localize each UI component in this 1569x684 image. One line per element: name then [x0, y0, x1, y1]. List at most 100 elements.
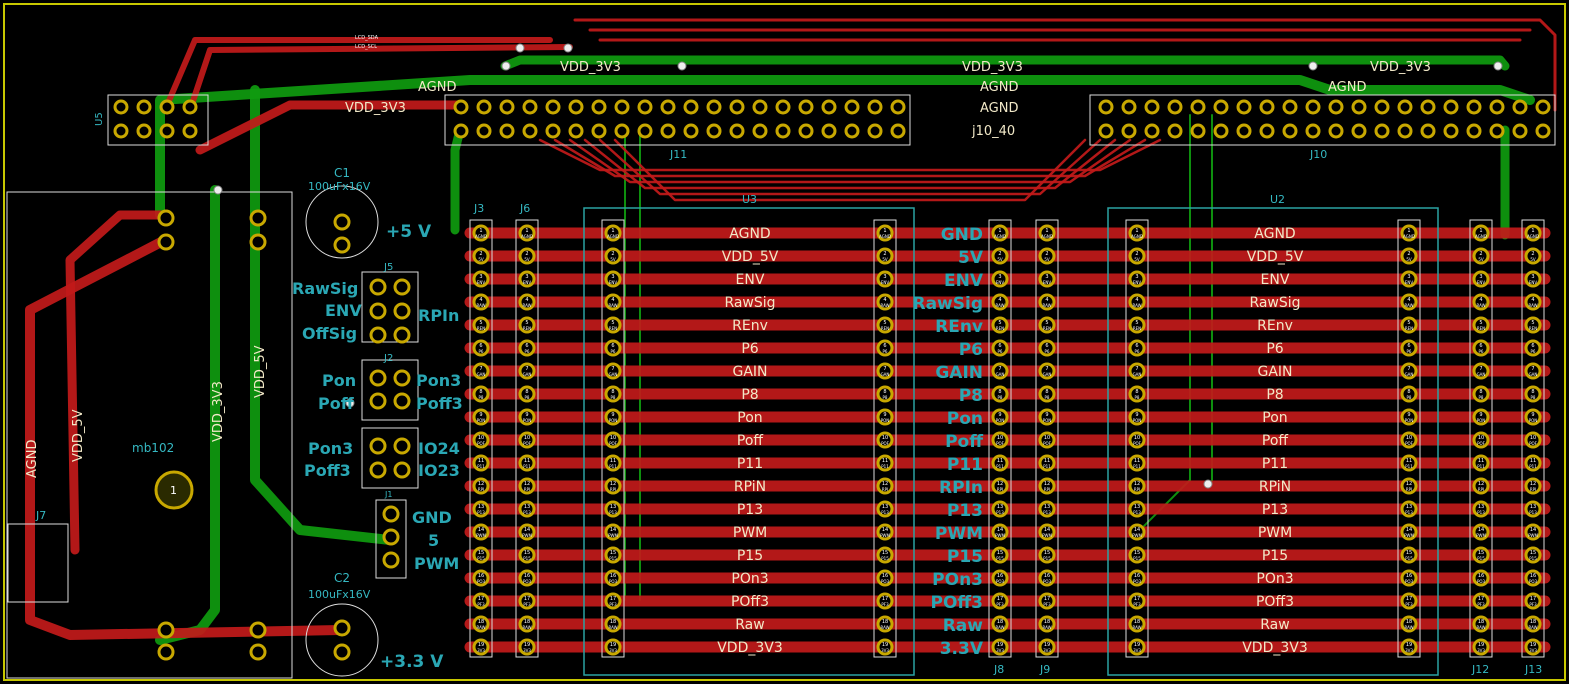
connector-pad	[1128, 454, 1146, 472]
mb102-pad	[249, 621, 267, 639]
j9-label: J9	[1039, 663, 1050, 676]
pin-tag: RAW	[476, 303, 485, 308]
pin-tag: RAW	[1042, 303, 1051, 308]
pin-tag: P13	[1477, 510, 1485, 515]
lcd-trace	[187, 44, 573, 113]
pin-number: 5	[1135, 320, 1138, 326]
pin-tag: P11	[1043, 464, 1051, 469]
pin-tag: P13	[996, 510, 1004, 515]
header-pad	[614, 123, 630, 139]
jumper-io24: IO24	[418, 439, 460, 458]
vdd3v3-top-trace	[500, 55, 1510, 71]
pin-number: 2	[1045, 251, 1048, 257]
connector-pad	[472, 270, 490, 288]
connector-pad	[991, 454, 1009, 472]
header-pad	[1351, 123, 1367, 139]
header-pad	[660, 99, 676, 115]
mb102-pin-number: 1	[170, 484, 177, 497]
connector-outline	[1035, 219, 1059, 658]
u2-pin-label: Pon	[1262, 410, 1287, 426]
jumper-pad	[393, 369, 411, 387]
connector-pad	[876, 362, 894, 380]
rail-3v3-label: +3.3 V	[380, 652, 444, 672]
jumper-outline	[361, 427, 419, 489]
pin-tag: RPI	[1044, 487, 1050, 492]
pin-number: 2	[1479, 251, 1482, 257]
pin-tag: P15	[1405, 556, 1413, 561]
pin-number: 15	[882, 550, 888, 556]
connector-pad	[1524, 592, 1542, 610]
pin-tag: POF	[996, 441, 1005, 446]
net-agnd-left: AGND	[25, 440, 40, 478]
pin-number: 3	[525, 274, 528, 280]
pin-number: 19	[610, 642, 616, 648]
pin-number: 13	[478, 504, 484, 510]
u5-pad	[113, 99, 129, 115]
pin-number: 10	[1478, 435, 1484, 441]
u5-pad	[182, 123, 198, 139]
header-pad	[752, 123, 768, 139]
connector-pad	[1400, 454, 1418, 472]
connector-pad	[1128, 224, 1146, 242]
pin-tag: PO3	[1529, 579, 1538, 584]
pin-number: 10	[1530, 435, 1536, 441]
pin-tag: P13	[523, 510, 531, 515]
pin-tag: PON	[1043, 418, 1052, 423]
connector-pad	[472, 477, 490, 495]
pin-number: 6	[1045, 343, 1048, 349]
u3-pin-label: P8	[741, 387, 758, 403]
pin-tag: RAW	[995, 625, 1004, 630]
u3-ref: U3	[742, 193, 757, 206]
pin-tag: RAW	[608, 625, 617, 630]
connector-pad	[1128, 615, 1146, 633]
header-pad	[1282, 123, 1298, 139]
header-pad	[637, 123, 653, 139]
via	[213, 185, 223, 195]
connector-pad	[518, 316, 536, 334]
connector-pad	[1038, 339, 1056, 357]
pin-tag: 3V3	[996, 648, 1004, 653]
header-pad	[1259, 99, 1275, 115]
header-pad	[890, 99, 906, 115]
pin-number: 18	[524, 619, 530, 625]
pin-number: 8	[883, 389, 886, 395]
connector-pad	[604, 523, 622, 541]
connector-pad	[472, 339, 490, 357]
pin-number: 16	[997, 573, 1003, 579]
header-pad	[568, 123, 584, 139]
pin-tag: REN	[523, 326, 531, 331]
u5-pad	[136, 123, 152, 139]
pin-number: 17	[1044, 596, 1050, 602]
pin-number: 17	[1530, 596, 1536, 602]
agnd-bottom-trace	[155, 75, 1535, 220]
connector-pad	[876, 316, 894, 334]
pin-number: 2	[883, 251, 886, 257]
pin-tag: PON	[1477, 418, 1486, 423]
pin-number: 14	[610, 527, 616, 533]
center-pin-label: RPIn	[939, 478, 983, 498]
pin-tag: P11	[1529, 464, 1537, 469]
jumper-pon3: Pon3	[416, 371, 461, 390]
pin-tag: P11	[523, 464, 531, 469]
via	[515, 43, 525, 53]
pin-number: 13	[997, 504, 1003, 510]
pin-number: 5	[479, 320, 482, 326]
pin-number: 18	[882, 619, 888, 625]
connector-pad	[472, 523, 490, 541]
jumper-pon: Pon	[322, 371, 356, 390]
pin-tag: REN	[1133, 326, 1141, 331]
mb102-label: mb102	[132, 441, 174, 455]
pin-tag: PO3	[996, 579, 1005, 584]
connector-pad	[472, 500, 490, 518]
pin-number: 3	[611, 274, 614, 280]
u3-pin-label: VDD_5V	[722, 249, 779, 265]
connector-pad	[991, 316, 1009, 334]
connector-outline	[1521, 219, 1545, 658]
header-pad	[591, 99, 607, 115]
u5-pad	[159, 99, 175, 115]
pin-number: 3	[1407, 274, 1410, 280]
pin-tag: P6	[1135, 349, 1140, 354]
c2-pad	[333, 643, 351, 661]
pin-tag: AGND	[879, 234, 891, 239]
pin-tag: P15	[881, 556, 889, 561]
